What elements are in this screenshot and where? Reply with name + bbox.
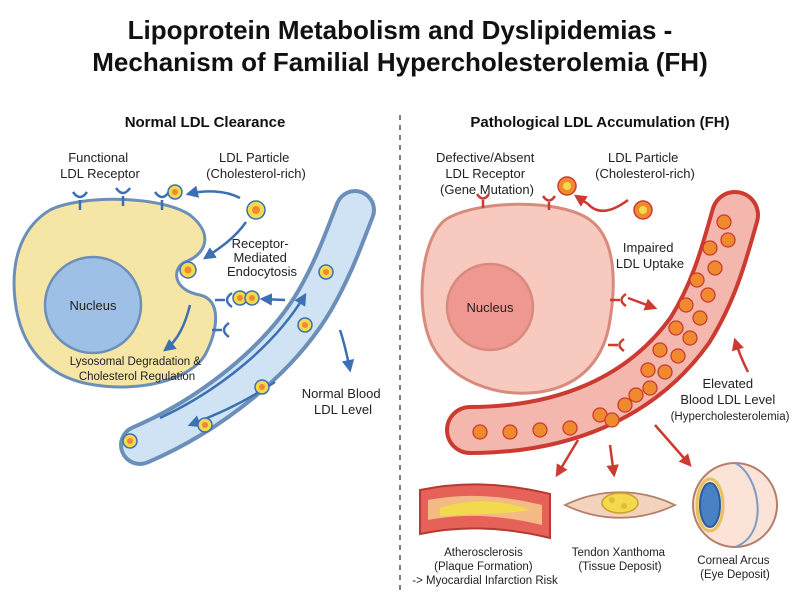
outcome-corneal-label: Corneal Arcus (Eye Deposit) xyxy=(697,555,772,581)
impaired-uptake-label: Impaired LDL Uptake xyxy=(616,240,684,271)
left-heading: Normal LDL Clearance xyxy=(125,114,286,131)
normal-blood-label: Normal Blood LDL Level xyxy=(302,386,384,417)
accumulated-ldl-particles xyxy=(472,214,736,440)
nucleus-label-normal: Nucleus xyxy=(70,298,117,313)
nucleus-label-fh: Nucleus xyxy=(467,300,514,315)
page-title: Lipoprotein Metabolism and Dyslipidemias… xyxy=(0,14,800,78)
ldl-particle-label-left: LDL Particle (Cholesterol-rich) xyxy=(206,150,306,181)
ldl-particle-label-right: LDL Particle (Cholesterol-rich) xyxy=(595,150,695,181)
title-line-2: Mechanism of Familial Hypercholesterolem… xyxy=(92,47,708,77)
tendon-xanthoma-illustration xyxy=(562,491,678,519)
title-line-1: Lipoprotein Metabolism and Dyslipidemias… xyxy=(127,15,673,45)
functional-receptor-label: Functional LDL Receptor xyxy=(60,150,140,181)
outcome-atherosclerosis-label: Atherosclerosis (Plaque Formation) -> My… xyxy=(412,547,558,587)
side-receptors xyxy=(212,291,233,339)
elevated-blood-label: Elevated Blood LDL Level (Hypercholester… xyxy=(671,375,790,423)
nucleus-normal xyxy=(43,255,143,355)
defective-receptor-label: Defective/Absent LDL Receptor (Gene Muta… xyxy=(436,150,538,197)
defective-ldl-receptor xyxy=(475,193,627,353)
outcome-xanthoma-label: Tendon Xanthoma (Tissue Deposit) xyxy=(572,547,669,573)
nucleus-fh xyxy=(445,262,535,352)
endocytosis-label: Receptor- Mediated Endocytosis xyxy=(227,236,298,279)
right-arrows xyxy=(555,194,750,478)
left-arrows xyxy=(163,185,355,373)
eye-illustration xyxy=(692,462,778,548)
right-heading: Pathological LDL Accumulation (FH) xyxy=(470,114,729,131)
lysosome-label: Lysosomal Degradation & Cholesterol Regu… xyxy=(70,356,204,383)
artery-plaque-illustration xyxy=(419,483,551,540)
ldl-particles-in-vessel xyxy=(122,264,334,449)
